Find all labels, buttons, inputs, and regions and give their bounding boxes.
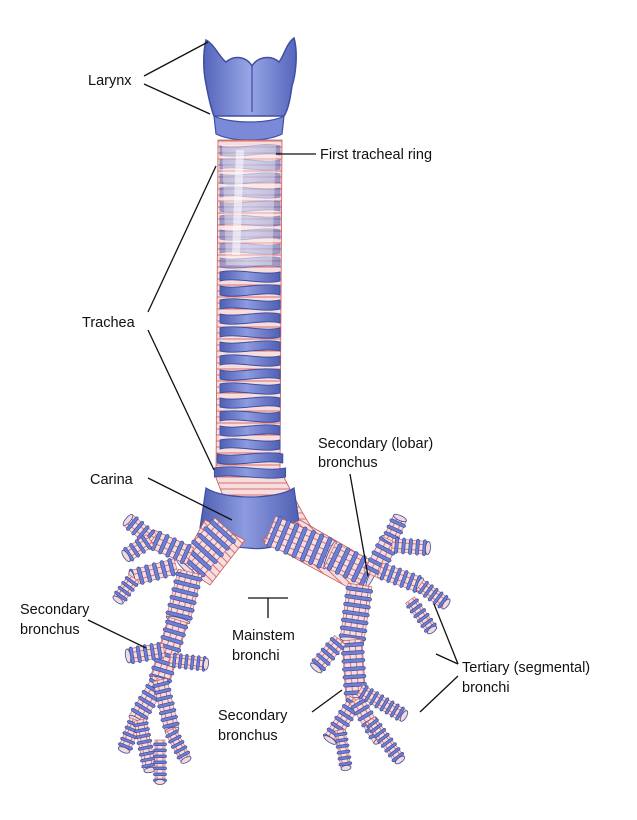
tracheal-ring [219, 382, 281, 395]
tracheal-ring [219, 424, 281, 437]
label-secondary-left-line1: Secondary [20, 602, 90, 618]
trachea-shape [213, 139, 311, 531]
bronchus-segment [121, 534, 155, 562]
label-secondary-lobar-line2: bronchus [318, 455, 378, 471]
bronchus-segment [405, 596, 438, 635]
bronchus-segment [133, 718, 157, 774]
tracheal-ring [219, 354, 281, 367]
bronchus-segment [169, 652, 209, 672]
tracheal-ring [219, 298, 281, 311]
bronchial-branches [112, 513, 451, 785]
bronchus-segment [310, 635, 346, 674]
leader-lines [87, 41, 459, 713]
label-secondary-left-line2: bronchus [20, 622, 80, 638]
bronchus-segment [391, 537, 431, 557]
tracheal-ring [219, 284, 281, 297]
tracheal-ring [219, 396, 281, 409]
tracheal-ring [219, 256, 281, 269]
tracheal-ring [219, 368, 281, 381]
bronchus-segment [164, 727, 192, 764]
bronchus-segment [338, 582, 374, 644]
label-mainstem-line2: bronchi [232, 648, 280, 664]
label-secondary-bottom-line2: bronchus [218, 728, 278, 744]
tracheal-ring [219, 438, 281, 451]
label-tertiary-line1: Tertiary (segmental) [462, 660, 590, 676]
label-trachea: Trachea [82, 315, 136, 331]
bronchus-segment [416, 579, 451, 610]
bronchus-segment [176, 517, 238, 581]
tracheal-ring [213, 466, 287, 479]
label-larynx: Larynx [88, 73, 132, 89]
bronchus-segment [356, 684, 409, 722]
tracheal-ring [219, 270, 281, 283]
bronchus-segment [124, 642, 166, 665]
tracheal-ring [216, 452, 284, 465]
diagram-labels: Larynx First tracheal ring Trachea Carin… [20, 73, 590, 744]
label-secondary-lobar-line1: Secondary (lobar) [318, 436, 433, 452]
bronchus-segment [153, 739, 167, 785]
bronchus-segment [152, 678, 180, 734]
bronchus-segment [365, 716, 406, 765]
larynx-shape [203, 36, 297, 141]
tracheal-ring [219, 144, 281, 157]
bronchus-segment [263, 515, 337, 570]
bronchus-segment [376, 562, 424, 593]
bronchus-segment [165, 568, 203, 625]
label-secondary-bottom-line1: Secondary [218, 708, 288, 724]
label-mainstem-line1: Mainstem [232, 628, 295, 644]
label-tertiary-line2: bronchi [462, 680, 510, 696]
label-carina: Carina [90, 472, 134, 488]
tracheal-ring [219, 340, 281, 353]
bronchus-segment [112, 574, 140, 605]
tracheal-ring [219, 410, 281, 423]
tracheal-ring [219, 312, 281, 325]
label-first-tracheal-ring: First tracheal ring [320, 147, 432, 163]
bronchus-segment [333, 728, 353, 771]
tracheal-ring [219, 326, 281, 339]
